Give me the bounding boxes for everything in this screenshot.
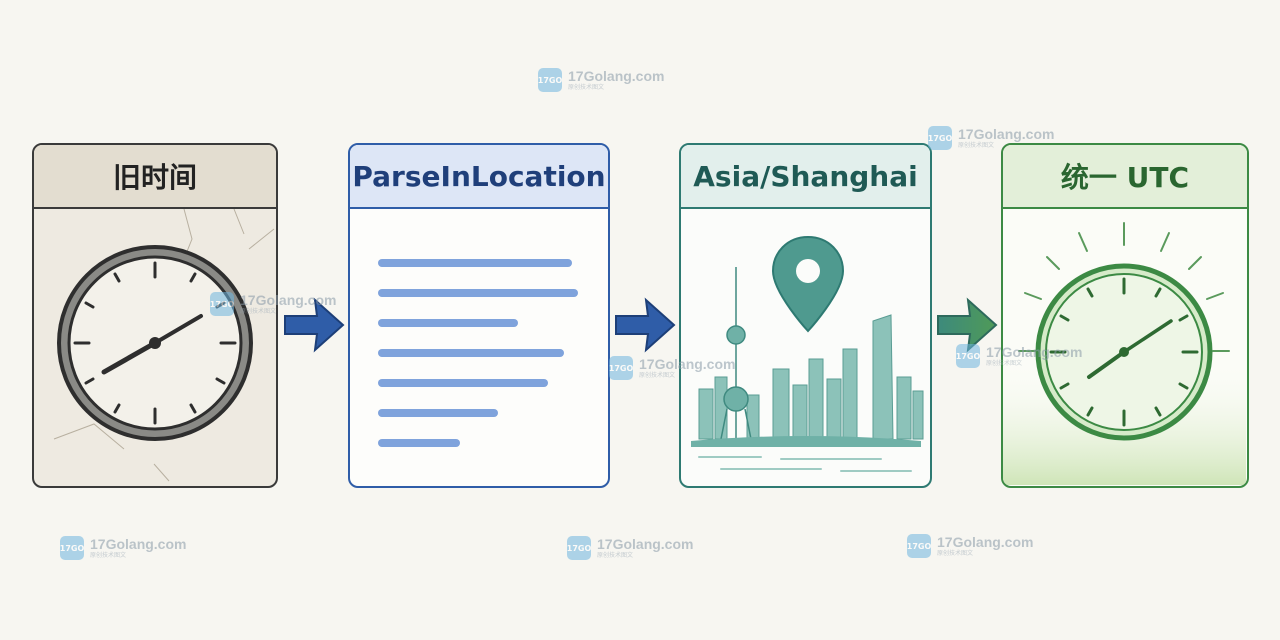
arrow-right-icon: [284, 297, 345, 353]
map-pin-icon: [771, 235, 845, 333]
watermark-subtext: 原创技术图文: [937, 550, 974, 557]
watermark-text: 17Golang.com: [568, 68, 665, 84]
watermark-text: 17Golang.com: [597, 536, 694, 552]
watermark-logo-icon: 17GO: [907, 534, 931, 558]
watermark-text: 17Golang.com: [240, 292, 337, 308]
watermark-logo-icon: 17GO: [60, 536, 84, 560]
watermark-logo-icon: 17GO: [567, 536, 591, 560]
watermark-text: 17Golang.com: [937, 534, 1034, 550]
watermark-subtext: 原创技术图文: [90, 552, 127, 559]
city-skyline-icon: [681, 209, 930, 486]
watermark-subtext: 原创技术图文: [240, 308, 277, 315]
watermark-logo-icon: 17GO: [210, 292, 234, 316]
watermark-subtext: 原创技术图文: [597, 552, 634, 559]
arrow-right-icon: [615, 297, 676, 353]
step-asia-shanghai: Asia/Shanghai: [679, 143, 932, 488]
step-parse-title: ParseInLocation: [350, 145, 608, 209]
watermark-logo-icon: 17GO: [609, 356, 633, 380]
watermark-subtext: 原创技术图文: [639, 372, 676, 379]
watermark-subtext: 原创技术图文: [986, 360, 1023, 367]
old-clock-area: [34, 208, 276, 486]
text-lines-icon: [350, 209, 608, 486]
step-unified-utc: 统一 UTC: [1001, 143, 1249, 488]
watermark-logo-icon: 17GO: [928, 126, 952, 150]
analog-clock-icon: [1003, 209, 1246, 485]
step-asia-title: Asia/Shanghai: [681, 145, 930, 209]
utc-clock-area: [1003, 209, 1247, 486]
analog-clock-icon: [53, 208, 275, 482]
watermark-text: 17Golang.com: [958, 126, 1055, 142]
watermark-subtext: 原创技术图文: [958, 142, 995, 149]
watermark-text: 17Golang.com: [639, 356, 736, 372]
watermark-logo-icon: 17GO: [956, 344, 980, 368]
watermark-logo-icon: 17GO: [538, 68, 562, 92]
step-old-time: 旧时间: [32, 143, 278, 488]
step-parse-in-location: ParseInLocation: [348, 143, 610, 488]
arrow-right-icon: [937, 297, 998, 353]
watermark-subtext: 原创技术图文: [568, 84, 605, 91]
step-utc-title: 统一 UTC: [1003, 145, 1247, 209]
watermark-text: 17Golang.com: [90, 536, 187, 552]
step-old-time-title: 旧时间: [34, 145, 276, 209]
watermark-text: 17Golang.com: [986, 344, 1083, 360]
